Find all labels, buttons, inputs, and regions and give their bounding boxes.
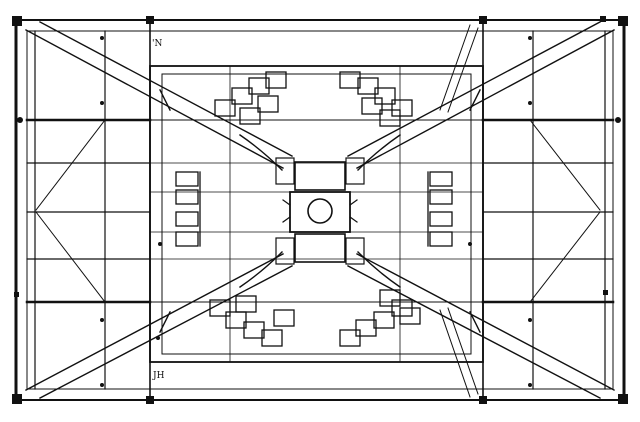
left-side-panel bbox=[25, 19, 152, 401]
seat-cluster-top-right bbox=[339, 71, 413, 127]
bottom-marker-label: JH bbox=[153, 371, 165, 381]
outer-frame bbox=[14, 18, 626, 402]
diagonal-arms bbox=[25, 21, 615, 399]
seat-cluster-bottom-right bbox=[339, 289, 421, 347]
central-hub bbox=[275, 157, 365, 265]
seat-column-left bbox=[175, 171, 201, 247]
diagonal-braces bbox=[35, 24, 601, 398]
right-side-panel bbox=[481, 19, 615, 401]
seat-cluster-bottom-left bbox=[209, 295, 295, 347]
seat-cluster-top-left bbox=[214, 71, 287, 125]
seat-column-right bbox=[427, 171, 453, 247]
top-marker-label: 'N bbox=[152, 39, 163, 49]
corner-fixtures bbox=[12, 16, 628, 404]
